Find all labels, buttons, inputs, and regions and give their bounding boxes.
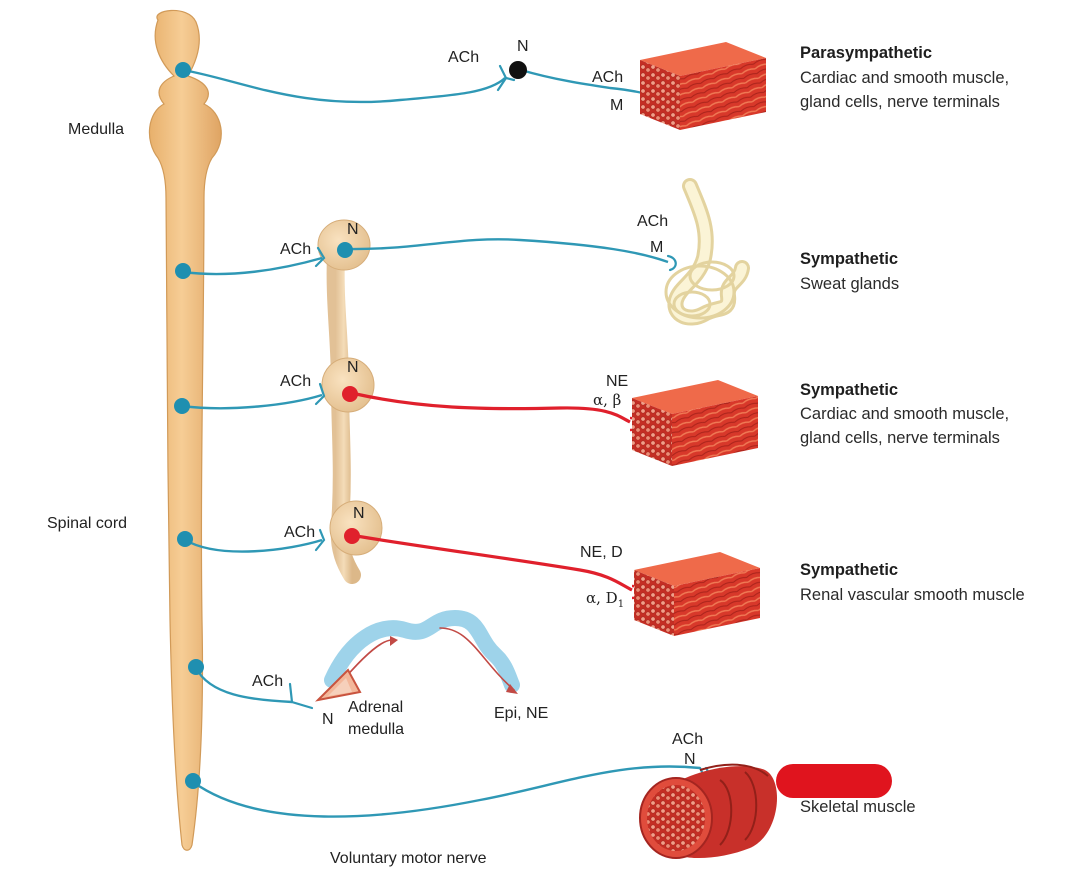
cell-body-ganglion-renal — [344, 528, 360, 544]
nerve-parasympathetic-post — [520, 68, 651, 97]
redaction-mark — [776, 764, 892, 798]
title-sympathetic-sweat: Sympathetic — [800, 250, 898, 268]
title-sympathetic-cardiac: Sympathetic — [800, 381, 898, 399]
muscle-block-sympathetic-cardiac — [632, 380, 758, 466]
desc-parasympathetic-2: gland cells, nerve terminals — [800, 93, 1000, 111]
n-receptor-adrenal: N — [322, 711, 334, 728]
nerve-sympathetic-2 — [181, 393, 323, 410]
cell-body-spinal-2 — [174, 398, 190, 414]
label-medulla: Medulla — [68, 121, 124, 138]
nerve-voluntary-motor — [192, 765, 701, 818]
skeletal-muscle — [639, 763, 777, 859]
ach-pre-adrenal: ACh — [252, 673, 283, 690]
ganglion-renal — [329, 500, 383, 556]
desc-skeletal-muscle: Skeletal muscle — [800, 798, 916, 816]
nerve-parasympathetic — [182, 68, 506, 104]
ganglion-cardiac — [321, 357, 375, 413]
label-adrenal-1: Adrenal — [348, 699, 403, 716]
desc-sympathetic-renal: Renal vascular smooth muscle — [800, 586, 1025, 604]
ach-pre-cardiac: ACh — [280, 373, 311, 390]
desc-sympathetic-cardiac-2: gland cells, nerve terminals — [800, 429, 1000, 447]
sweat-gland — [664, 178, 750, 326]
nerve-sympathetic-1-post — [345, 238, 669, 264]
label-voluntary-motor-nerve: Voluntary motor nerve — [330, 850, 487, 867]
bloodstream — [324, 609, 520, 694]
m-receptor-sweat: M — [650, 239, 663, 256]
cell-body-ganglion-cardiac — [342, 386, 358, 402]
nerve-adrenal — [194, 667, 293, 704]
alpha-beta-receptor: α, β — [593, 391, 621, 409]
desc-parasympathetic-1: Cardiac and smooth muscle, — [800, 69, 1009, 87]
ach-skeletal: ACh — [672, 731, 703, 748]
preganglionic-nerves — [181, 68, 701, 818]
ach-pre-renal: ACh — [284, 524, 315, 541]
n-ganglion-sweat: N — [347, 221, 359, 238]
cell-body-spinal-1 — [175, 263, 191, 279]
cell-body-spinal-4 — [188, 659, 204, 675]
ach-pre-sweat: ACh — [280, 241, 311, 258]
label-adrenal-2: medulla — [348, 721, 404, 738]
nerve-sympathetic-1 — [182, 256, 323, 276]
adrenal-medulla-cell — [314, 668, 362, 702]
nerve-sympathetic-3 — [184, 538, 323, 553]
n-ganglion-renal: N — [353, 505, 365, 522]
ach-post-parasympathetic: ACh — [592, 69, 623, 86]
cell-body-spinal-3 — [177, 531, 193, 547]
cell-body-spinal-5 — [185, 773, 201, 789]
cell-body-medulla — [175, 62, 191, 78]
spinal-cord — [148, 9, 222, 851]
alpha-d1-receptor: α, D1 — [586, 589, 624, 610]
m-receptor-parasympathetic: M — [610, 97, 623, 114]
n-receptor-skeletal: N — [684, 751, 696, 768]
muscle-block-renal — [634, 552, 760, 636]
ne-post-cardiac: NE — [606, 373, 628, 390]
sympathetic-postganglionic-nerves — [355, 392, 633, 592]
ne-d-post-renal: NE, D — [580, 544, 623, 561]
cell-body-parasympathetic-ganglion — [509, 61, 527, 79]
cell-body-ganglion-sweat — [337, 242, 353, 258]
ach-pre-parasympathetic: ACh — [448, 49, 479, 66]
label-epi-ne: Epi, NE — [494, 705, 548, 722]
muscle-block-parasympathetic — [640, 42, 766, 130]
title-parasympathetic: Parasympathetic — [800, 44, 932, 62]
desc-sympathetic-cardiac-1: Cardiac and smooth muscle, — [800, 405, 1009, 423]
title-sympathetic-renal: Sympathetic — [800, 561, 898, 579]
label-spinal-cord: Spinal cord — [47, 515, 127, 532]
n-ganglion-cardiac: N — [347, 359, 359, 376]
n-ganglion-parasympathetic: N — [517, 38, 529, 55]
ach-post-sweat: ACh — [637, 213, 668, 230]
desc-sympathetic-sweat: Sweat glands — [800, 275, 899, 293]
